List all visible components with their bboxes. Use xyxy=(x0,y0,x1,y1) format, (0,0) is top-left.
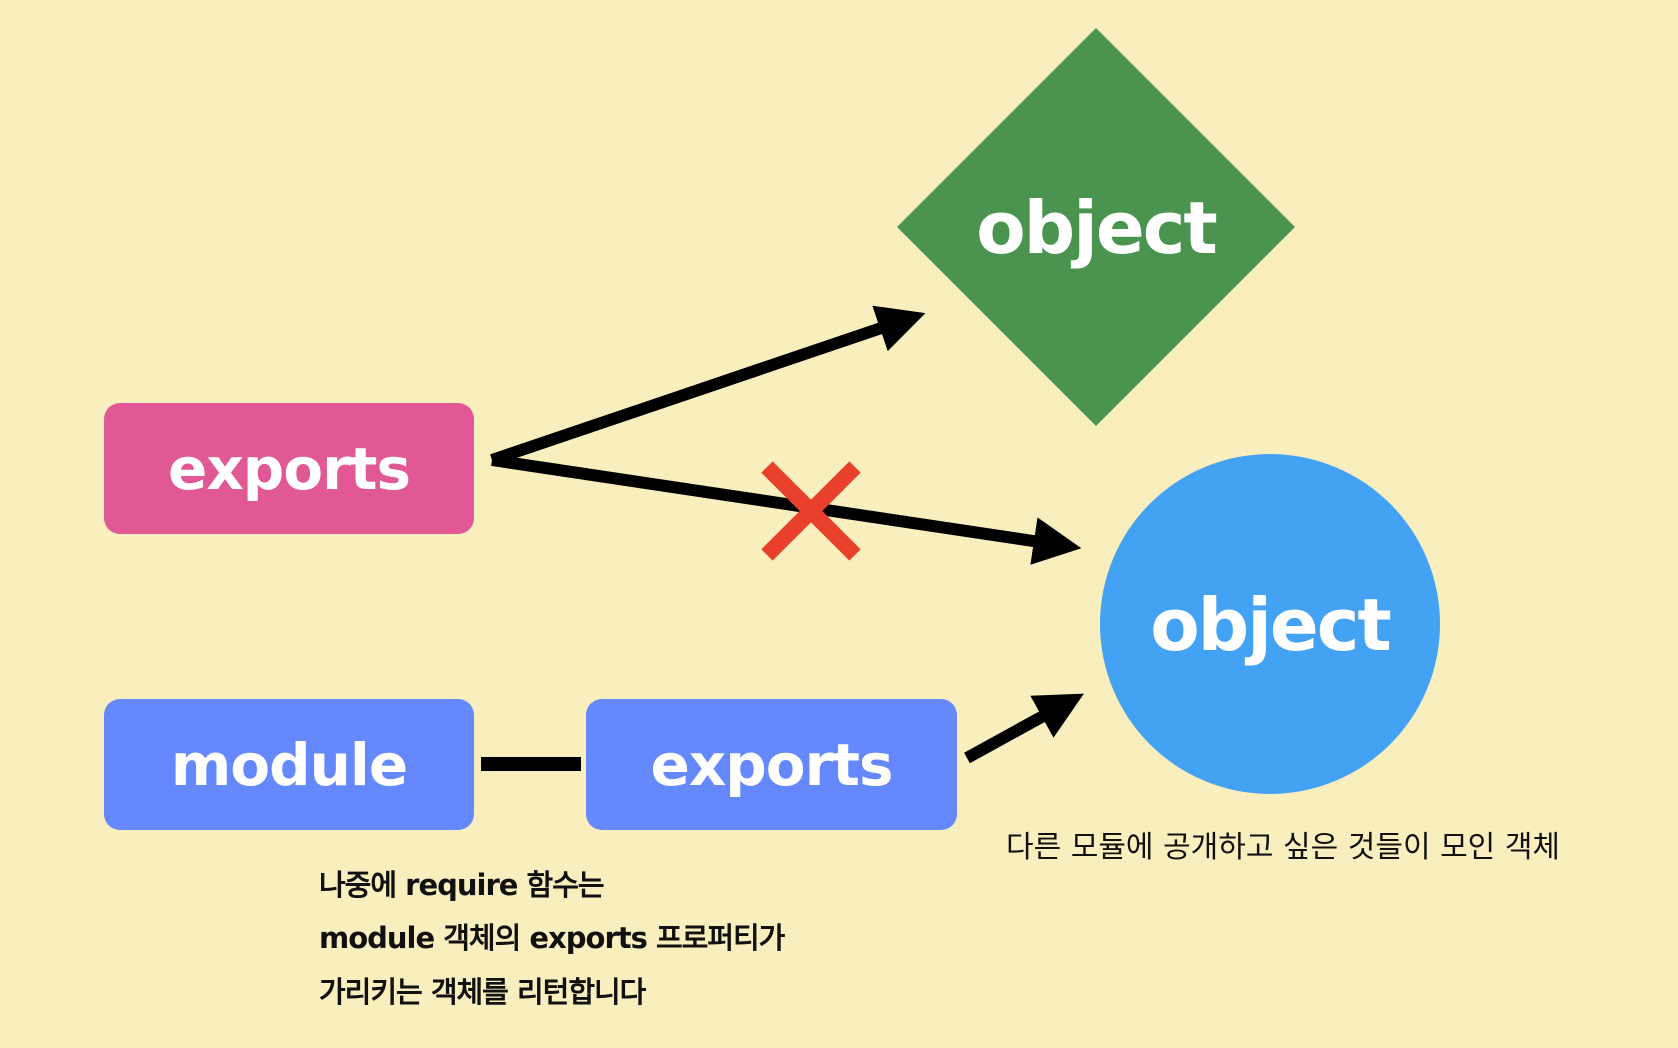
module-box: module xyxy=(104,699,474,830)
cross-icon xyxy=(761,461,861,561)
note-line-2: module 객체의 exports 프로퍼티가 xyxy=(319,921,785,955)
exports-box-blue: exports xyxy=(586,699,957,830)
note-line-3: 가리키는 객체를 리턴합니다 xyxy=(319,975,646,1009)
arrow-module-exports-to-circle xyxy=(964,693,1084,764)
object-circle xyxy=(1100,454,1440,794)
object-diamond-label: object xyxy=(976,186,1216,270)
object-circle-label: object xyxy=(1150,583,1390,667)
exports-box-pink: exports xyxy=(104,403,474,534)
circle-caption: 다른 모듈에 공개하고 싶은 것들이 모인 객체 xyxy=(1006,830,1561,865)
arrow-exports-to-circle-broken xyxy=(491,454,1082,565)
arrow-exports-to-diamond xyxy=(490,305,926,466)
object-diamond xyxy=(897,28,1295,426)
note-line-1: 나중에 require 함수는 xyxy=(319,868,605,902)
